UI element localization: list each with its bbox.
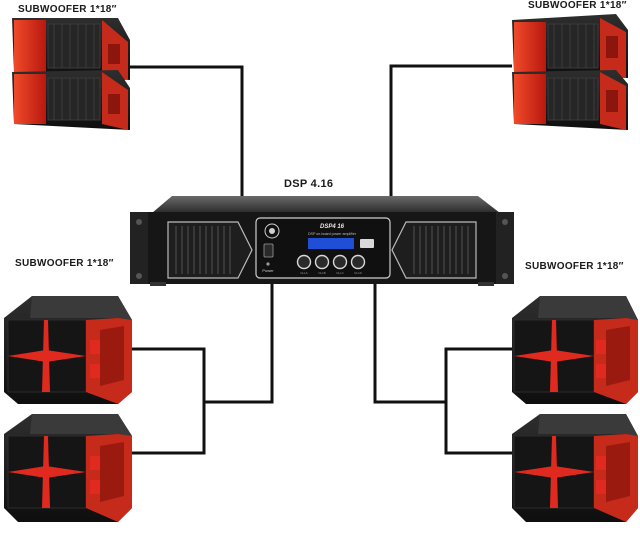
line-array-cabinet: [12, 70, 130, 130]
amp-right-vent-grille: [391, 221, 477, 279]
label-sub-mid-right: SUBWOOFER 1*18″: [525, 261, 624, 272]
channel-label-c: CH-C: [336, 271, 344, 275]
line-array-cabinet: [12, 18, 130, 80]
cable-top-left: [130, 65, 244, 200]
subwoofer-cabinet: [4, 414, 132, 522]
power-switch[interactable]: [263, 243, 274, 258]
amp-top-cover: [152, 196, 500, 213]
bottom-left-subwoofers: [4, 296, 132, 522]
label-sub-top-left: SUBWOOFER 1*18″: [18, 4, 117, 15]
amp-select-button[interactable]: [360, 239, 374, 248]
channel-label-b: CH-B: [318, 271, 325, 275]
amp-title: DSP 4.16: [284, 178, 334, 190]
volume-knob-ch-d[interactable]: [350, 254, 366, 270]
power-label: Power: [262, 268, 274, 273]
label-sub-top-right: SUBWOOFER 1*18″: [528, 0, 627, 11]
line-array-cabinet: [512, 14, 628, 78]
cable-bottom-right-branch: [444, 347, 513, 455]
top-right-speaker-stack: [512, 14, 628, 130]
dsp-amplifier: DSP4 16 DSP on-board power amplifier Pow…: [130, 196, 514, 286]
top-left-speaker-stack: [12, 18, 130, 130]
amp-volume-knobs: [296, 254, 366, 270]
volume-knob-ch-a[interactable]: [296, 254, 312, 270]
cable-bottom-left-branch: [130, 347, 206, 455]
amp-left-vent-grille: [167, 221, 253, 279]
cable-top-right: [389, 64, 512, 200]
subwoofer-cabinet: [512, 296, 638, 404]
subwoofer-cabinet: [4, 296, 132, 404]
bottom-right-subwoofers: [512, 296, 638, 522]
channel-label-a: CH-A: [300, 271, 307, 275]
amp-panel-subtitle: DSP on-board power amplifier: [308, 232, 357, 236]
brand-logo-icon: [264, 223, 280, 239]
volume-knob-ch-b[interactable]: [314, 254, 330, 270]
subwoofer-cabinet: [512, 414, 638, 522]
amp-panel-model: DSP4 16: [320, 224, 345, 230]
cable-bottom-right-trunk: [373, 282, 446, 404]
cable-bottom-left-trunk: [204, 282, 274, 404]
channel-label-d: CH-D: [354, 271, 362, 275]
label-sub-mid-left: SUBWOOFER 1*18″: [15, 258, 114, 269]
line-array-cabinet: [512, 70, 628, 130]
volume-knob-ch-c[interactable]: [332, 254, 348, 270]
amp-display: [308, 238, 354, 249]
cables: [130, 64, 513, 455]
